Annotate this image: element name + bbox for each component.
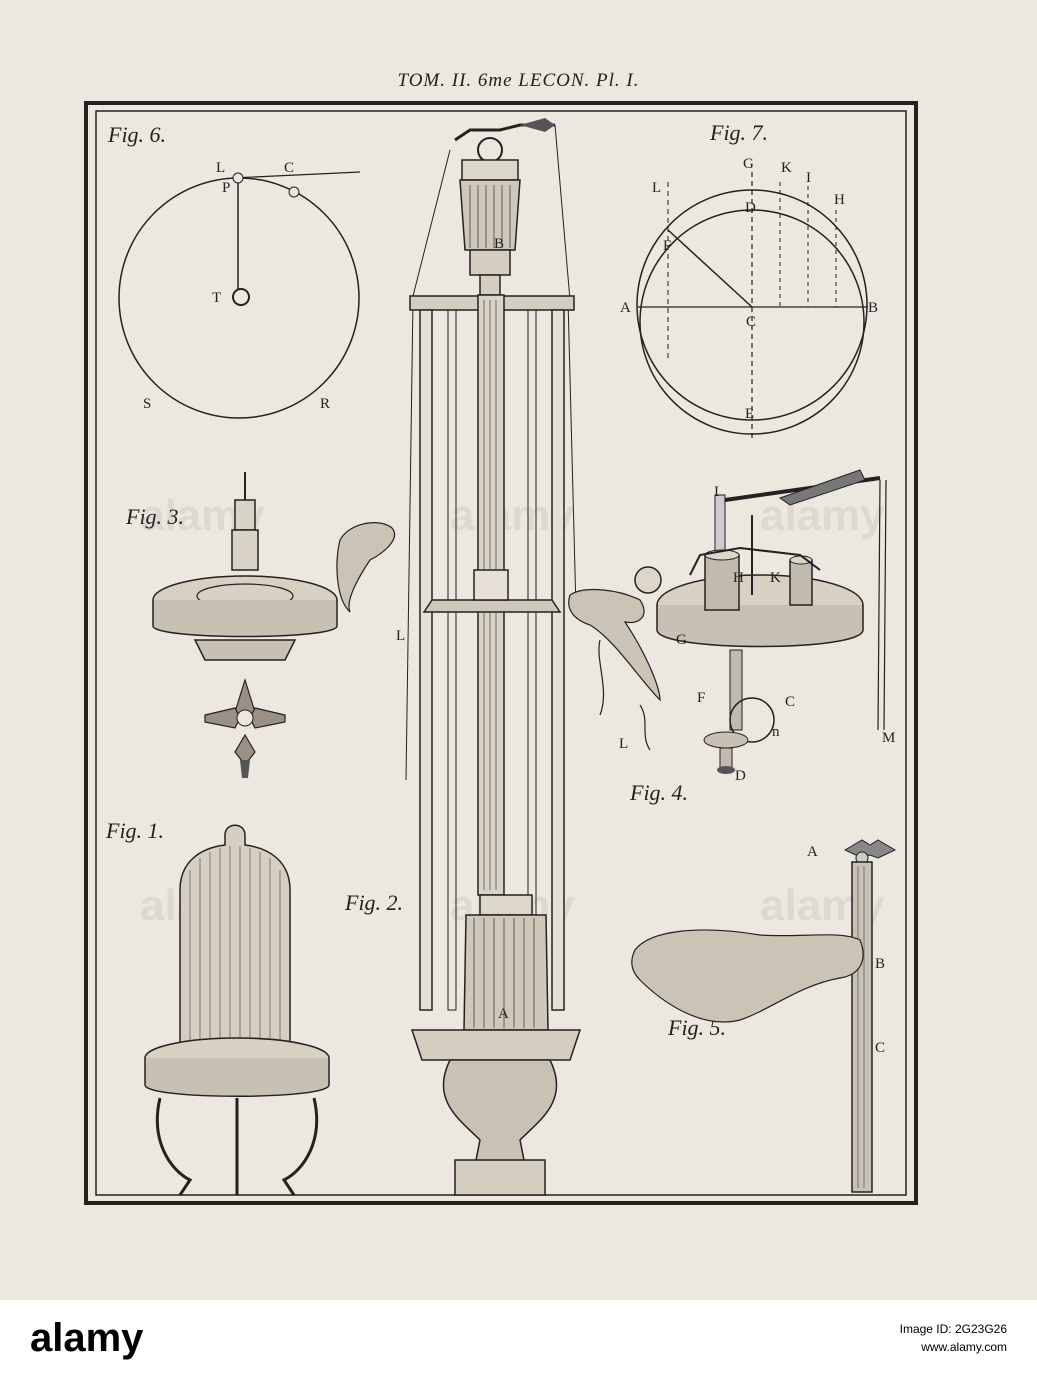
plate-header: TOM. II. 6me LECON. Pl. I. bbox=[397, 70, 640, 91]
fig5-letter-C: C bbox=[875, 1040, 885, 1056]
fig7-chord bbox=[667, 229, 753, 308]
fig7-letter-L: L bbox=[652, 180, 661, 196]
fig7-letter-G: G bbox=[743, 156, 754, 172]
outer-frame bbox=[84, 101, 918, 1205]
fig6-letter-C: C bbox=[284, 160, 294, 176]
figure-7: Fig. 7. G K I L D H F A C B E bbox=[620, 120, 878, 440]
fig5-tube bbox=[851, 861, 873, 1193]
fig7-letter-F: F bbox=[663, 238, 671, 254]
fig6-point-C bbox=[288, 186, 300, 198]
figure-2: Fig. 2. B bbox=[344, 118, 597, 1196]
stock-info: Image ID: 2G23G26 www.alamy.com bbox=[900, 1320, 1007, 1356]
fig4-letter-C: C bbox=[785, 694, 795, 710]
fig5-hand bbox=[631, 929, 864, 1023]
figure-4: Fig. 4. I H K G C F n L bbox=[568, 469, 895, 805]
fig6-tangent bbox=[231, 171, 361, 179]
fig1-bell-jar bbox=[179, 824, 291, 1051]
fig6-letter-R: R bbox=[320, 396, 330, 412]
site-link[interactable]: www.alamy.com bbox=[921, 1340, 1007, 1354]
fig6-label: Fig. 6. bbox=[107, 122, 166, 147]
fig7-letter-K: K bbox=[781, 160, 792, 176]
fig4-letter-D: D bbox=[735, 768, 746, 784]
stock-footer bbox=[0, 1300, 1037, 1390]
fig3-label: Fig. 3. bbox=[125, 504, 184, 529]
fig7-letter-H: H bbox=[834, 192, 845, 208]
fig4-letter-H: H bbox=[733, 570, 744, 586]
figure-3: Fig. 3. bbox=[125, 472, 395, 778]
figure-5: Fig. 5. A B C bbox=[631, 839, 897, 1193]
fig4-letter-n: n bbox=[772, 724, 780, 740]
fig7-letter-A: A bbox=[620, 300, 631, 316]
fig4-letter-I: I bbox=[714, 484, 719, 500]
fig2-letter-B: B bbox=[494, 236, 504, 252]
fig6-point-T bbox=[232, 288, 250, 306]
figure-1: Fig. 1. bbox=[105, 818, 330, 1196]
svg-text:alamy: alamy bbox=[760, 491, 885, 540]
fig6-letter-L: L bbox=[216, 160, 225, 176]
engraving: alamy alamy alamy alamy alamy alamy Fig.… bbox=[84, 101, 918, 1205]
fig4-letter-L: L bbox=[619, 736, 628, 752]
fig2-letter-A: A bbox=[498, 1006, 509, 1022]
fig1-label: Fig. 1. bbox=[105, 818, 164, 843]
fig7-letter-C: C bbox=[746, 314, 756, 330]
fig5-letter-A: A bbox=[807, 844, 818, 860]
fig4-letter-F: F bbox=[697, 690, 705, 706]
fig6-letter-T: T bbox=[212, 290, 221, 306]
alamy-logo[interactable]: alamy bbox=[30, 1316, 144, 1360]
fig2-letter-L: L bbox=[396, 628, 405, 644]
fig5-letter-B: B bbox=[875, 956, 885, 972]
fig6-letter-P: P bbox=[222, 180, 230, 196]
fig7-letter-E: E bbox=[745, 406, 754, 422]
fig7-letter-B: B bbox=[868, 300, 878, 316]
fig4-label: Fig. 4. bbox=[629, 780, 688, 805]
fig7-letter-I: I bbox=[806, 170, 811, 186]
fig6-point-P bbox=[232, 172, 244, 184]
fig4-hand bbox=[568, 589, 661, 702]
fig4-letter-G: G bbox=[676, 632, 687, 648]
fig7-letter-D: D bbox=[745, 200, 756, 216]
fig7-label: Fig. 7. bbox=[709, 120, 768, 145]
fig6-letter-S: S bbox=[143, 396, 151, 412]
figure-6: Fig. 6. L C P T S R bbox=[107, 122, 361, 419]
fig3-hand bbox=[336, 522, 395, 613]
image-id: Image ID: 2G23G26 bbox=[899, 1322, 1007, 1336]
fig7-circle-a bbox=[636, 189, 868, 421]
fig4-letter-K: K bbox=[770, 570, 781, 586]
fig4-letter-M: M bbox=[882, 730, 895, 746]
fig2-label: Fig. 2. bbox=[344, 890, 403, 915]
